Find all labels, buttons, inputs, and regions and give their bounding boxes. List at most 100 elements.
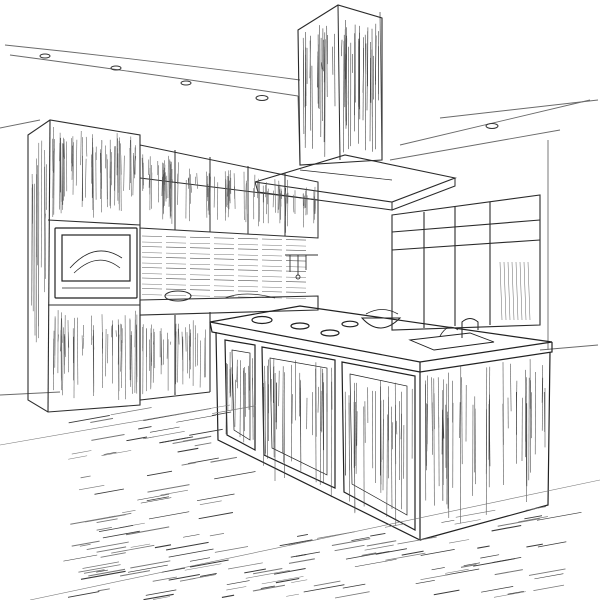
sketch-stroke <box>78 484 105 491</box>
sketch-stroke <box>485 367 488 475</box>
sketch-stroke <box>212 405 256 414</box>
sketch-stroke <box>442 397 444 441</box>
sketch-stroke <box>147 484 190 493</box>
sketch-stroke <box>91 434 125 441</box>
sketch-stroke <box>261 244 283 246</box>
sketch-stroke <box>176 414 216 423</box>
sketch-stroke <box>68 414 110 424</box>
sketch-stroke <box>261 286 283 288</box>
sketch-stroke <box>261 276 283 278</box>
sketch-stroke <box>102 530 140 539</box>
sketch-stroke <box>141 283 163 285</box>
sketch-stroke <box>168 548 214 558</box>
sketch-stroke <box>226 586 247 591</box>
sketch-stroke <box>177 173 179 184</box>
sketch-stroke <box>237 259 259 261</box>
sketch-stroke <box>189 257 211 259</box>
sketch-stroke <box>274 179 276 213</box>
sketch-stroke <box>141 252 163 254</box>
sketch-stroke <box>90 417 114 423</box>
sketch-stroke <box>426 375 428 445</box>
sketch-stroke <box>225 363 227 435</box>
sketch-stroke <box>213 176 215 208</box>
sketch-stroke <box>228 562 263 570</box>
sketch-stroke <box>190 559 229 568</box>
sketch-stroke <box>165 252 187 254</box>
sketch-stroke <box>536 511 582 521</box>
sketch-stroke <box>123 155 125 191</box>
sketch-stroke <box>185 327 187 352</box>
sketch-stroke <box>537 541 567 548</box>
sketch-stroke <box>141 241 163 243</box>
sketch-stroke <box>345 53 347 122</box>
sketch-stroke <box>52 126 54 218</box>
sketch-stroke <box>314 198 316 214</box>
sketch-stroke <box>134 319 136 393</box>
sketch-stroke <box>252 584 285 592</box>
sketch-stroke <box>524 515 543 520</box>
sketch-stroke <box>213 248 235 250</box>
sketch-stroke <box>189 236 211 238</box>
cooktop-burner-1 <box>251 315 273 325</box>
sketch-stroke <box>165 288 187 290</box>
sketch-stroke <box>118 334 120 353</box>
fruit-bowl-icon <box>360 317 402 329</box>
sketch-stroke <box>285 239 307 241</box>
sketch-stroke <box>166 541 209 551</box>
sketch-stroke <box>313 580 341 587</box>
sketch-stroke <box>141 262 163 264</box>
sketch-stroke <box>189 289 211 291</box>
sketch-stroke <box>130 560 171 569</box>
sketch-stroke <box>326 25 328 98</box>
sketch-stroke <box>159 437 188 444</box>
sketch-stroke <box>213 243 235 245</box>
sketch-stroke <box>36 165 38 257</box>
sketch-stroke <box>198 512 233 520</box>
sketch-stroke <box>160 333 163 366</box>
sketch-stroke <box>507 590 524 595</box>
sketch-stroke <box>431 567 445 571</box>
sketch-stroke <box>67 591 100 598</box>
sketch-stroke <box>334 544 365 552</box>
sketch-stroke <box>72 142 74 195</box>
sketch-stroke <box>288 558 315 564</box>
sketch-stroke <box>279 539 313 547</box>
sketch-stroke <box>213 258 235 260</box>
sketch-stroke <box>140 497 172 504</box>
sketch-stroke <box>165 246 187 248</box>
sketch-stroke <box>150 332 152 383</box>
sketch-stroke <box>492 556 522 563</box>
sketch-stroke <box>103 451 117 455</box>
sketch-stroke <box>285 260 307 262</box>
sketch-stroke <box>181 462 196 466</box>
sketch-stroke <box>264 381 266 455</box>
sketch-stroke <box>71 145 73 172</box>
sketch-stroke <box>53 148 55 173</box>
sketch-stroke <box>98 525 134 532</box>
sketch-stroke <box>400 413 402 440</box>
sketch-stroke <box>354 559 397 568</box>
floor-tiles <box>0 404 600 600</box>
island-countertop <box>209 305 553 363</box>
sketch-stroke <box>116 138 118 168</box>
sketch-stroke <box>141 256 163 258</box>
sketch-stroke <box>311 65 313 149</box>
sketch-stroke <box>213 254 235 255</box>
sketch-stroke <box>71 540 100 547</box>
sketch-stroke <box>100 552 126 558</box>
sketch-stroke <box>213 275 235 276</box>
sketch-stroke <box>189 428 223 436</box>
sketch-stroke <box>244 568 266 574</box>
sketch-stroke <box>126 526 170 536</box>
sketch-stroke <box>186 332 188 374</box>
sketch-stroke <box>480 554 500 559</box>
sketch-stroke <box>213 296 235 297</box>
sketch-stroke <box>362 47 364 93</box>
sketch-stroke <box>167 155 169 199</box>
sketch-stroke <box>85 158 87 198</box>
sketch-stroke <box>273 358 275 398</box>
oven-window <box>61 234 131 282</box>
sketch-stroke <box>441 519 455 523</box>
sketch-stroke <box>261 255 283 257</box>
